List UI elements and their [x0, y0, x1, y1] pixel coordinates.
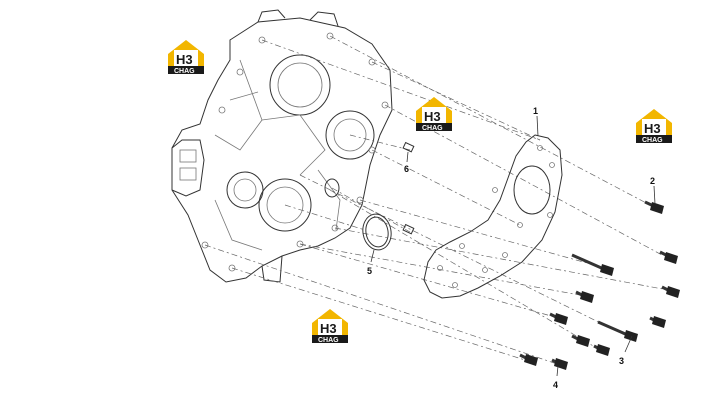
callout-6: 6 [404, 164, 409, 174]
bolt-i [519, 353, 538, 366]
bolt-b [659, 250, 678, 264]
svg-text:H3: H3 [424, 109, 441, 124]
gear-housing [171, 9, 393, 283]
bolt-long-3 [597, 320, 638, 342]
bolt-d [575, 290, 594, 303]
watermark-logo: H3 CHAG [416, 97, 452, 132]
svg-text:H3: H3 [644, 121, 661, 136]
svg-text:H3: H3 [176, 52, 193, 67]
bolt-f [649, 316, 666, 328]
callout-5: 5 [367, 266, 372, 276]
cover-plate [423, 134, 563, 299]
callout-1: 1 [533, 106, 538, 116]
svg-text:H3: H3 [320, 321, 337, 336]
o-ring [362, 213, 392, 251]
dowel-pins [402, 141, 415, 235]
bolt-h [593, 344, 610, 356]
callout-2: 2 [650, 176, 655, 186]
watermark-logo: H3 CHAG [168, 40, 204, 75]
bolts [519, 200, 680, 370]
bolt-e [549, 312, 568, 325]
bolt-2 [644, 200, 664, 214]
watermark-logo: H3 CHAG [312, 309, 348, 344]
bolt-g [571, 334, 590, 347]
bolt-4 [551, 358, 568, 370]
bolt-c [661, 285, 680, 298]
callout-3: 3 [619, 356, 624, 366]
bolt-long-a [571, 253, 614, 276]
svg-text:CHAG: CHAG [422, 125, 443, 132]
watermark-logo: H3 CHAG [636, 109, 672, 144]
svg-text:CHAG: CHAG [174, 68, 195, 75]
assembly-lines [204, 35, 669, 366]
leader-lines [370, 115, 656, 377]
svg-text:CHAG: CHAG [642, 137, 663, 144]
svg-text:CHAG: CHAG [318, 337, 339, 344]
callout-4: 4 [553, 380, 558, 390]
